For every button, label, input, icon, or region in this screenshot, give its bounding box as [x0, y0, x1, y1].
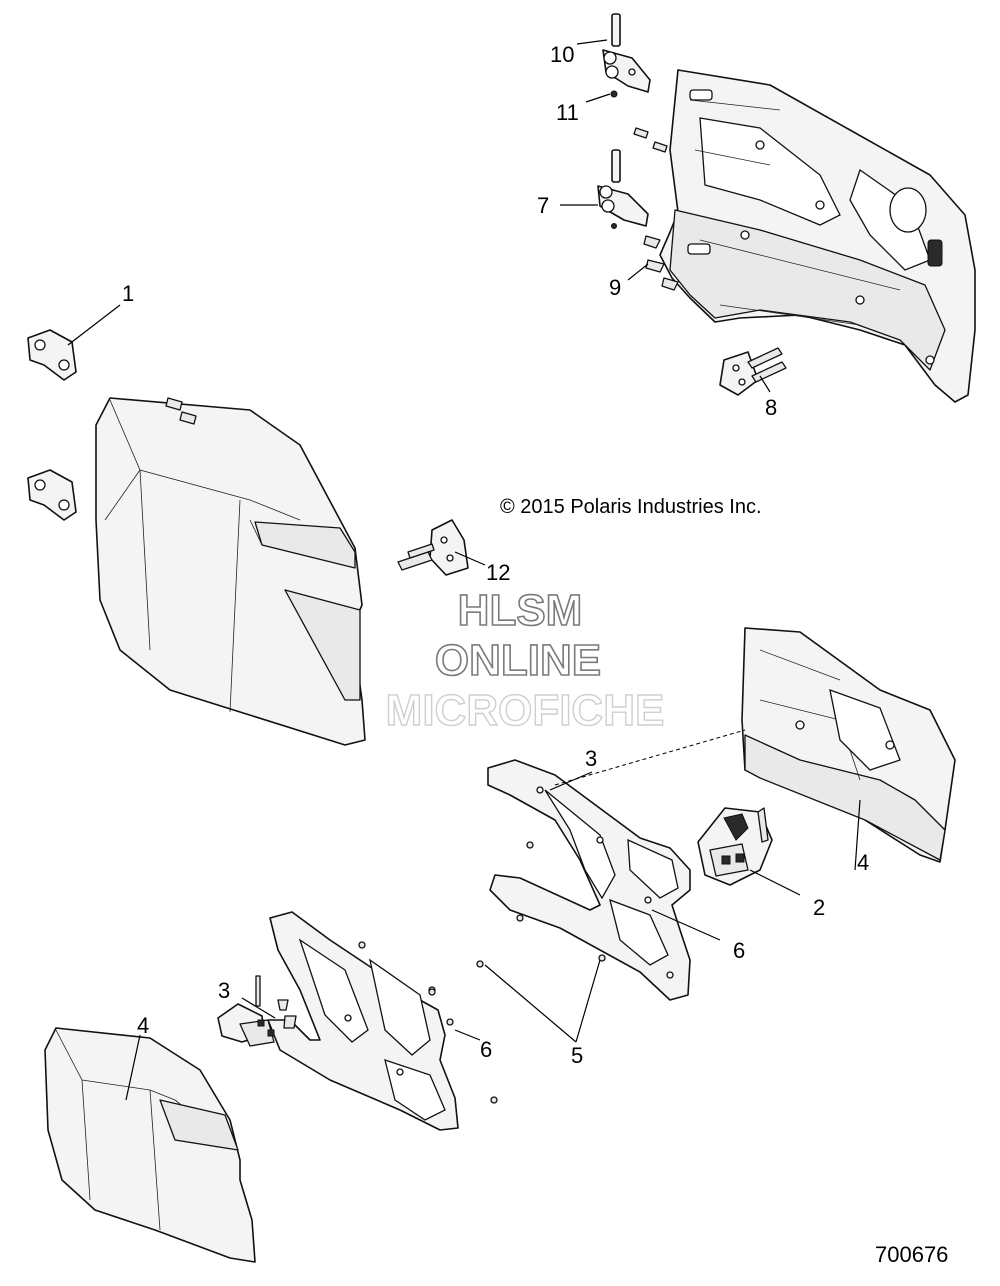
- callout-2: 2: [813, 895, 825, 920]
- callout-8: 8: [765, 395, 777, 420]
- callout-4-upper: 4: [857, 850, 869, 875]
- latch-assembly-left: [217, 975, 297, 1047]
- callout-7: 7: [537, 193, 549, 218]
- striker-8: [719, 347, 787, 396]
- callout-5: 5: [571, 1043, 583, 1068]
- callout-3-upper: 3: [585, 746, 597, 771]
- reference-line: [554, 729, 746, 786]
- upper-hinge: [602, 13, 668, 153]
- outer-door-panel-lower-left: [44, 1027, 256, 1263]
- copyright-notice: © 2015 Polaris Industries Inc.: [500, 496, 762, 518]
- leader-lines: [67, 39, 861, 1101]
- outer-door-panel-left: [95, 397, 366, 746]
- callout-6-upper: 6: [733, 938, 745, 963]
- lower-hinge: [597, 149, 649, 229]
- callout-6-lower: 6: [480, 1037, 492, 1062]
- striker-12: [397, 519, 469, 576]
- watermark-line-1: HLSM: [458, 586, 583, 635]
- callout-11: 11: [556, 100, 579, 125]
- document-number: 700676: [875, 1242, 948, 1267]
- screws-5: [428, 954, 606, 996]
- callout-1: 1: [122, 281, 134, 306]
- upper-door-panel: [659, 69, 976, 403]
- bracket-1: [27, 329, 77, 521]
- watermark-line-3: MICROFICHE: [386, 686, 665, 735]
- callout-4-lower: 4: [137, 1013, 149, 1038]
- inner-frame-left: [267, 911, 498, 1131]
- callout-12: 12: [486, 560, 510, 585]
- latch-assembly-2: [697, 807, 773, 886]
- watermark-line-2: ONLINE: [435, 636, 601, 685]
- inner-frame-right: [487, 759, 691, 1001]
- callout-3-lower: 3: [218, 978, 230, 1003]
- screws-left-top: [165, 397, 197, 425]
- inner-door-panel-right: [741, 627, 956, 863]
- callout-9: 9: [609, 275, 621, 300]
- callout-10: 10: [550, 42, 574, 67]
